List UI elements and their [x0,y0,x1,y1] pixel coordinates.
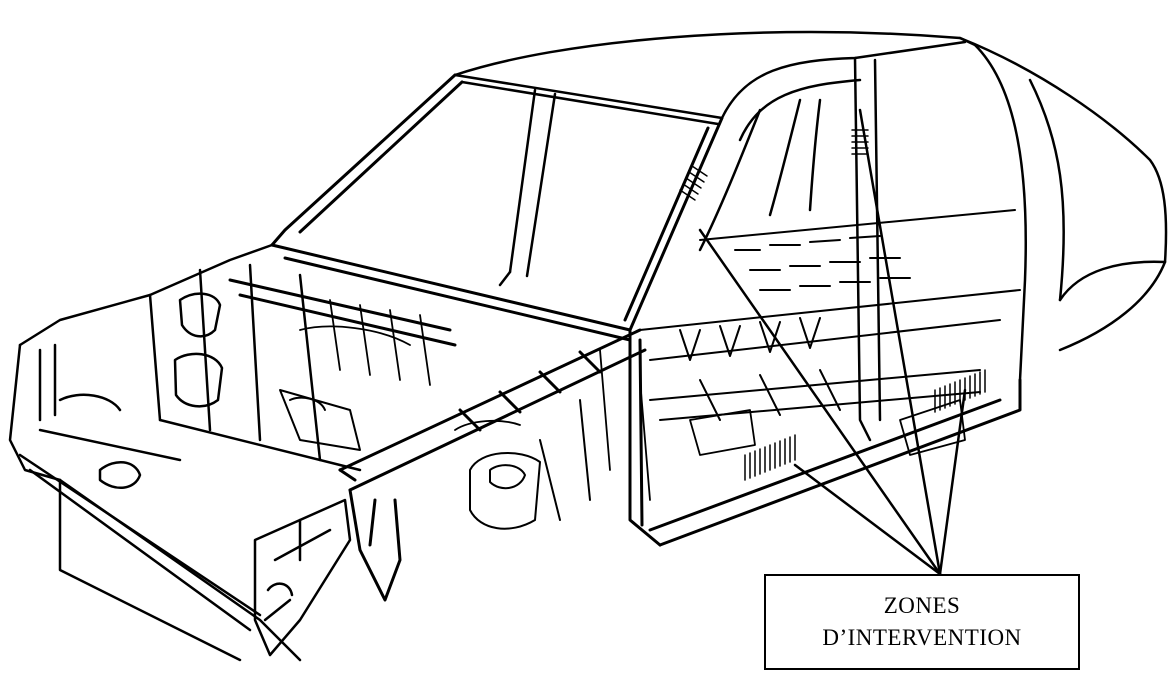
crossmember [228,278,647,602]
intervention-zones-callout: ZONES D’INTERVENTION [764,574,1080,670]
windshield-frame [270,73,724,342]
side-sill [628,328,1022,547]
callout-label-line-2: D’INTERVENTION [822,625,1022,650]
intervention-zone-hatching [679,129,986,481]
callout-leader-lines [698,108,967,576]
front-lower-bracket [253,498,352,657]
floor-pan [639,209,1021,421]
strut-towers [279,389,591,530]
roof-panel [453,30,1168,264]
inner-panels [299,299,966,501]
front-structure [8,243,362,662]
callout-label-line-1: ZONES [883,593,961,618]
b-pillar [498,88,557,287]
rear-pillars [698,40,1167,442]
